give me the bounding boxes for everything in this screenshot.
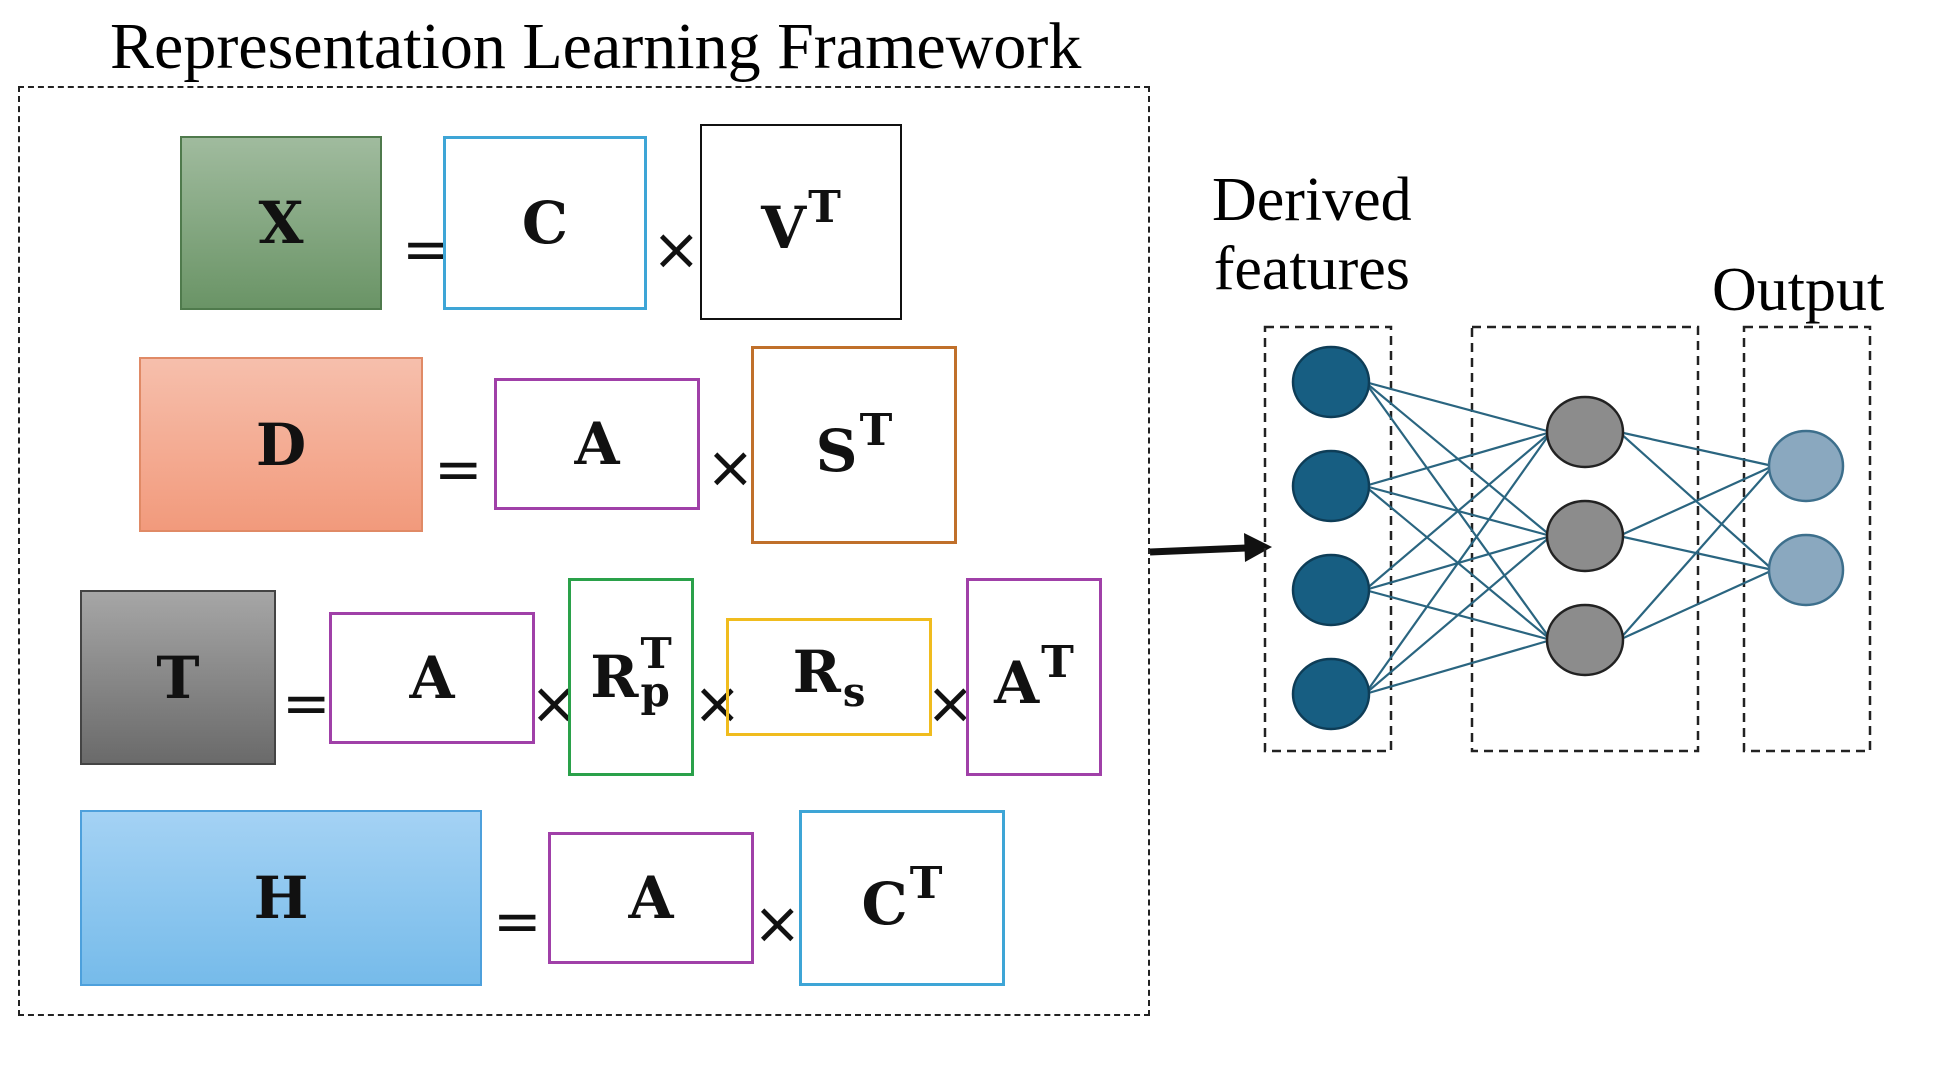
matrix-c-label: C xyxy=(521,189,569,257)
matrix-a: A xyxy=(548,832,754,964)
input-node xyxy=(1291,345,1371,419)
matrix-t: T xyxy=(80,590,276,765)
network-edge xyxy=(1364,430,1552,488)
matrix-d: D xyxy=(139,357,423,532)
matrix-a-label: A xyxy=(628,864,674,932)
times-sign: × xyxy=(693,669,742,737)
matrix-v-transpose: VT xyxy=(700,124,902,320)
times-sign: × xyxy=(706,433,755,501)
equals-sign: = xyxy=(282,669,331,737)
matrix-x: X xyxy=(180,136,382,310)
matrix-s-transpose: ST xyxy=(751,346,957,544)
derived-features-line2: features xyxy=(1213,235,1410,304)
framework-frame xyxy=(18,86,1150,1016)
matrix-s-label: ST xyxy=(815,405,893,485)
framework-title: Representation Learning Framework xyxy=(110,10,1082,83)
network-edge xyxy=(1618,464,1774,538)
network-edge xyxy=(1364,380,1552,434)
matrix-r-s: Rs xyxy=(726,618,932,736)
input-node xyxy=(1291,449,1371,523)
hidden-node xyxy=(1545,603,1625,677)
matrix-c: C xyxy=(443,136,647,310)
input-node xyxy=(1291,553,1371,627)
hidden-node xyxy=(1545,395,1625,469)
matrix-r-s-label: Rs xyxy=(792,638,866,716)
matrix-a: A xyxy=(494,378,700,510)
matrix-c-transpose: CT xyxy=(799,810,1005,986)
output-node xyxy=(1767,533,1845,607)
output-layer-box xyxy=(1742,325,1872,753)
matrix-h: H xyxy=(80,810,482,986)
matrix-h-label: H xyxy=(253,864,309,932)
network-edge xyxy=(1364,638,1552,696)
matrix-a-label: A xyxy=(409,644,455,712)
matrix-a-label: A xyxy=(574,410,620,478)
equals-sign: = xyxy=(434,435,483,503)
hidden-layer-box xyxy=(1470,325,1700,753)
network-edge xyxy=(1618,465,1774,641)
matrix-a-transpose: AT xyxy=(966,578,1102,776)
matrix-d-label: D xyxy=(255,410,307,479)
derived-features-label: Derived features xyxy=(1212,166,1412,305)
matrix-a-t-label: AT xyxy=(994,637,1074,717)
matrix-v-label: VT xyxy=(761,182,841,262)
matrix-c-t-label: CT xyxy=(861,858,943,938)
times-sign: × xyxy=(753,889,802,957)
network-edge xyxy=(1364,431,1552,695)
network-edge xyxy=(1364,431,1552,591)
equals-sign: = xyxy=(493,887,542,955)
matrix-x-label: X xyxy=(258,189,304,257)
matrix-t-label: T xyxy=(156,643,200,712)
matrix-a: A xyxy=(329,612,535,744)
hidden-node xyxy=(1545,499,1625,573)
times-sign: × xyxy=(652,215,701,283)
network-edge xyxy=(1364,535,1552,695)
equals-sign: = xyxy=(402,215,451,283)
input-node xyxy=(1291,657,1371,731)
network-edge xyxy=(1618,430,1774,468)
input-layer-box xyxy=(1263,325,1393,753)
output-node xyxy=(1767,429,1845,503)
network-edge xyxy=(1618,568,1774,642)
output-label: Output xyxy=(1712,256,1885,324)
derived-features-line1: Derived xyxy=(1212,166,1412,234)
